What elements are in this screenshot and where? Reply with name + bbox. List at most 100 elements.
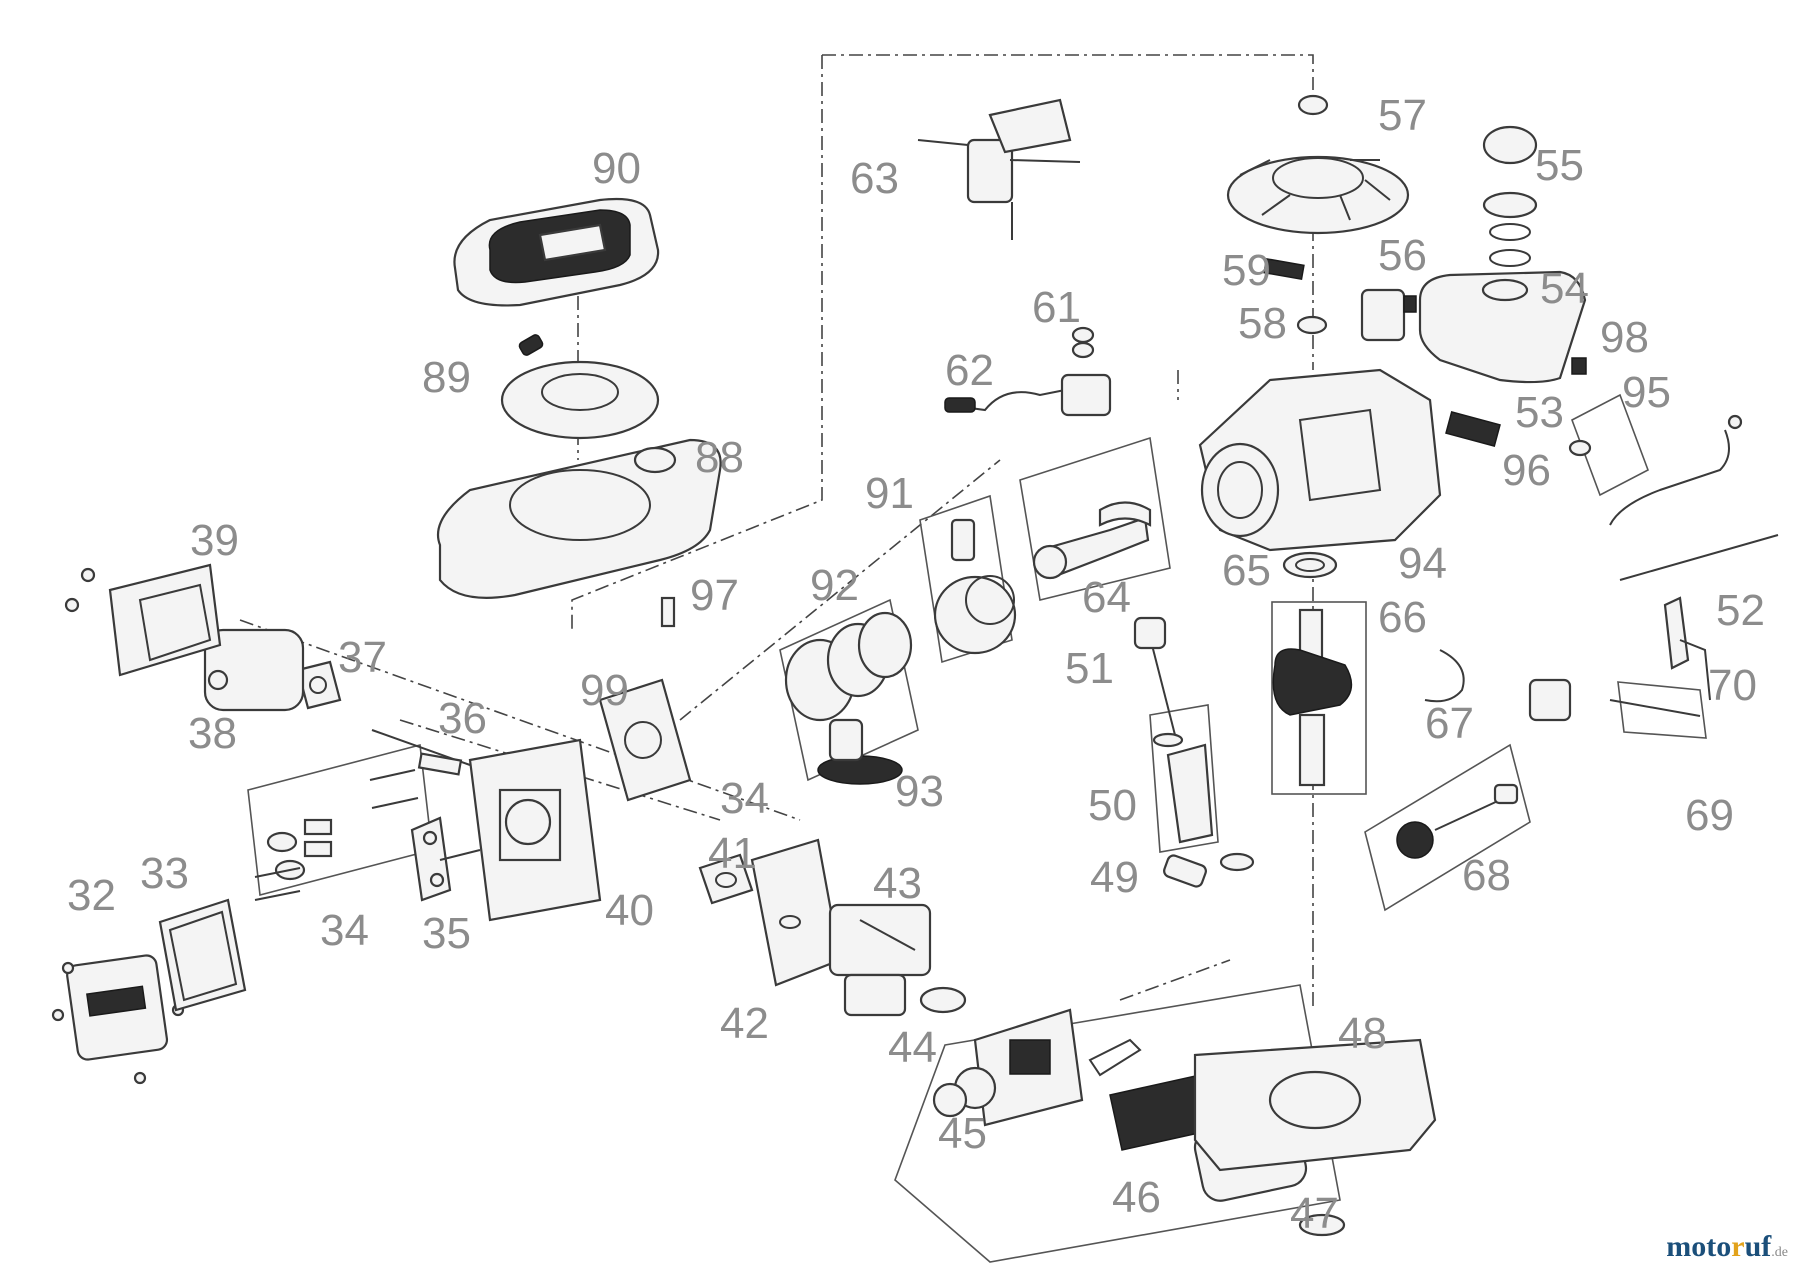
part-cylinder-head (371, 729, 602, 922)
part-fuel-cap (1482, 125, 1538, 267)
part-insulator (698, 853, 754, 905)
part-air-filter-base (932, 1008, 1084, 1127)
label-42: 42 (720, 999, 769, 1048)
part-exhaust-gasket (296, 660, 342, 710)
label-63: 63 (850, 154, 899, 203)
part-clip (1568, 439, 1592, 457)
label-64: 64 (1082, 573, 1131, 622)
part-rocker-bracket (410, 816, 481, 902)
part-piston (933, 518, 1017, 655)
part-main-bearing (1282, 551, 1338, 579)
part-muffler-guard (64, 563, 222, 677)
part-relay (1071, 326, 1095, 359)
watermark-part3: uf (1744, 1230, 1772, 1263)
part-tank-clip (1571, 357, 1587, 375)
part-cover-gasket (158, 898, 247, 1012)
part-lever (1609, 414, 1743, 526)
label-49: 49 (1090, 853, 1139, 902)
label-51: 51 (1065, 644, 1114, 693)
label-45: 45 (938, 1109, 987, 1158)
part-control-linkage (1528, 596, 1711, 722)
label-38: 38 (188, 709, 237, 758)
part-starter-motor (917, 98, 1081, 240)
part-fuel-line (1424, 649, 1465, 703)
label-48: 48 (1338, 1009, 1387, 1058)
label-46: 46 (1112, 1173, 1161, 1222)
part-rocker-cover (51, 954, 185, 1085)
label-98: 98 (1600, 313, 1649, 362)
part-carb-gasket (919, 986, 967, 1014)
label-93: 93 (895, 767, 944, 816)
label-57: 57 (1378, 91, 1427, 140)
watermark-part1: moto (1666, 1230, 1732, 1263)
part-heat-shield (750, 838, 842, 987)
label-94: 94 (1398, 539, 1447, 588)
label-56: 56 (1378, 231, 1427, 280)
label-50: 50 (1088, 781, 1137, 830)
label-89: 89 (422, 353, 471, 402)
label-34: 34 (320, 906, 369, 955)
label-88: 88 (695, 433, 744, 482)
part-filter-element (1088, 1038, 1213, 1151)
label-41: 41 (708, 829, 757, 878)
part-piston-rings (784, 611, 913, 722)
label-35: 35 (422, 909, 471, 958)
label-43: 43 (873, 859, 922, 908)
label-96: 96 (1502, 446, 1551, 495)
watermark-suffix: .de (1771, 1245, 1788, 1260)
label-68: 68 (1462, 851, 1511, 900)
label-67: 67 (1425, 699, 1474, 748)
watermark-part2: r (1731, 1230, 1745, 1263)
part-muffler (203, 628, 305, 712)
part-crankcase (1198, 368, 1442, 552)
part-connecting-rod (1032, 501, 1152, 580)
label-97: 97 (690, 571, 739, 620)
part-number-labels: 32 33 34 35 36 37 38 39 40 41 42 43 44 4… (67, 91, 1765, 1238)
part-recoil-starter (500, 334, 660, 440)
label-34-upper: 34 (720, 774, 769, 823)
part-crankcase-cover (1193, 1038, 1437, 1237)
part-camshaft (1396, 783, 1519, 859)
label-59: 59 (1222, 246, 1271, 295)
label-58: 58 (1238, 299, 1287, 348)
label-69: 69 (1685, 791, 1734, 840)
watermark-logo: motoruf.de (1666, 1230, 1788, 1264)
part-top-cover (453, 197, 660, 307)
label-44: 44 (888, 1023, 937, 1072)
part-oil-fill-tube (1166, 743, 1214, 844)
part-fuel-tank (1418, 270, 1587, 384)
label-61: 61 (1032, 283, 1081, 332)
part-breather (1163, 852, 1255, 888)
label-66: 66 (1378, 593, 1427, 642)
part-seal (1296, 315, 1328, 335)
label-91: 91 (865, 469, 914, 518)
label-90: 90 (592, 144, 641, 193)
label-36: 36 (438, 694, 487, 743)
label-54: 54 (1540, 264, 1589, 313)
label-53: 53 (1515, 388, 1564, 437)
part-blower-housing (436, 438, 722, 599)
label-55: 55 (1535, 141, 1584, 190)
label-37: 37 (338, 633, 387, 682)
label-92: 92 (810, 561, 859, 610)
label-65: 65 (1222, 546, 1271, 595)
part-governor-link (1445, 410, 1501, 448)
part-stud-bolt (660, 596, 676, 628)
label-62: 62 (945, 346, 994, 395)
part-carburetor (828, 903, 932, 1017)
part-valve-set (254, 769, 419, 901)
part-cam-gear (817, 718, 903, 785)
part-ignition-module (1360, 288, 1417, 342)
part-flywheel-fan (1226, 94, 1410, 235)
part-head-gasket (598, 678, 692, 802)
part-ignition-coil (944, 373, 1112, 417)
part-trigger-coil (1263, 257, 1305, 281)
label-47: 47 (1290, 1189, 1339, 1238)
part-dipstick (1133, 616, 1184, 748)
label-40: 40 (605, 886, 654, 935)
label-52: 52 (1716, 586, 1765, 635)
label-70: 70 (1708, 661, 1757, 710)
label-39: 39 (190, 516, 239, 565)
label-32: 32 (67, 871, 116, 920)
